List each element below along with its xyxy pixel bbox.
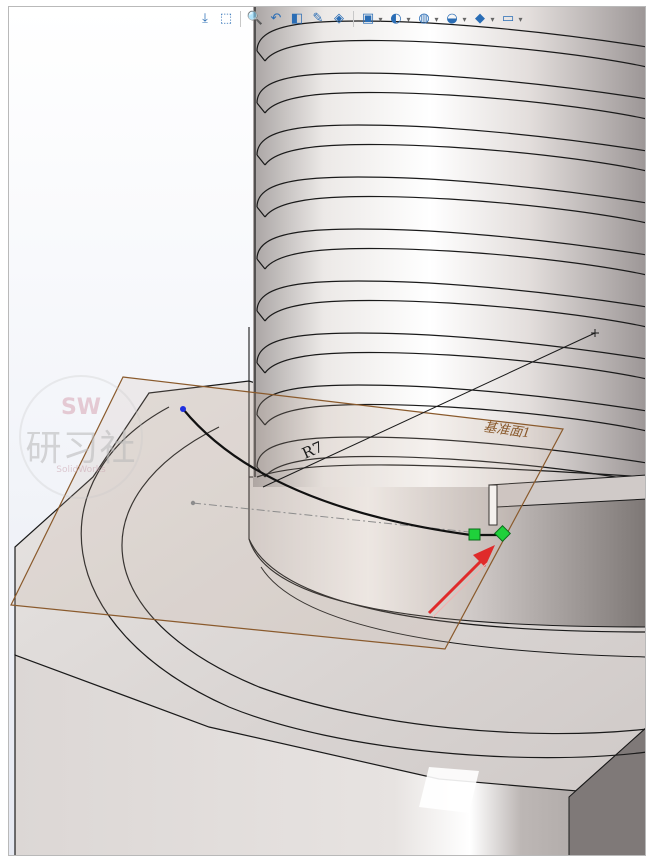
hex-head-highlight — [419, 767, 479, 813]
section-view-button[interactable]: ◧ — [288, 9, 306, 29]
shank-lower-edge[interactable] — [260, 566, 646, 658]
thread-flank — [256, 206, 266, 218]
thread-ridge[interactable] — [256, 228, 646, 260]
display-monitor-button[interactable]: ▭▾ — [499, 9, 524, 29]
thread-flank — [256, 258, 266, 270]
apply-scene-button[interactable]: ◒▾ — [443, 9, 468, 29]
annotation-arrow-shaft — [427, 557, 485, 615]
toolbar-separator — [240, 11, 241, 27]
thread-ridge[interactable] — [256, 124, 646, 156]
view-settings-icon: ◆ — [475, 11, 485, 26]
zoom-to-area-icon: 🔍 — [246, 11, 264, 26]
thread-groove[interactable] — [264, 39, 646, 68]
view-orientation-button[interactable]: ⤓ — [196, 9, 214, 29]
endpoint-constraint-marker[interactable] — [468, 528, 481, 541]
edit-appearance-icon: ◍ — [418, 11, 430, 26]
thread-flank — [256, 50, 266, 62]
graphics-area[interactable]: 基准面1 R7 SW 研习社 SolidWorks — [8, 6, 646, 856]
thread-ridge[interactable] — [256, 72, 646, 104]
reference-plane-1[interactable] — [10, 376, 564, 650]
thread-groove[interactable] — [264, 195, 646, 224]
zoom-to-fit-button[interactable]: ⬚ — [217, 9, 235, 29]
dropdown-caret-icon[interactable]: ▾ — [406, 14, 411, 24]
thread-ridge[interactable] — [256, 436, 646, 468]
thread-flank — [256, 154, 266, 166]
section-view-icon: ◧ — [290, 11, 304, 26]
shank-body[interactable] — [248, 327, 646, 628]
dropdown-caret-icon[interactable]: ▾ — [434, 14, 439, 24]
sketch-arc[interactable] — [182, 408, 472, 537]
thread-flank — [256, 102, 266, 114]
thread-ridge[interactable] — [256, 176, 646, 208]
apply-scene-icon: ◒ — [446, 11, 458, 26]
hex-head-side-face[interactable] — [14, 654, 646, 856]
thread-groove[interactable] — [264, 91, 646, 120]
thread-ridge[interactable] — [256, 20, 646, 52]
watermark-bottom: SolidWorks — [56, 465, 106, 475]
dropdown-caret-icon[interactable]: ▾ — [490, 14, 495, 24]
arc-start-point[interactable] — [180, 406, 186, 412]
chamfer-arc-inner[interactable] — [121, 426, 646, 735]
heads-up-view-toolbar: ⤓⬚🔍↶◧✎◈▣▾◐▾◍▾◒▾◆▾▭▾ — [196, 8, 524, 30]
watermark-middle: 研习社 — [25, 428, 137, 469]
plane-label: 基准面1 — [482, 420, 531, 441]
toolbar-separator — [353, 11, 354, 27]
thread-groove[interactable] — [264, 143, 646, 172]
thread-end-edge[interactable] — [256, 464, 646, 478]
thread-groove[interactable] — [264, 455, 646, 484]
zoom-to-area-button[interactable]: 🔍 — [246, 9, 264, 29]
coincident-constraint-marker[interactable] — [494, 525, 511, 542]
previous-view-icon: ↶ — [270, 11, 282, 26]
zoom-to-fit-icon: ⬚ — [219, 11, 233, 26]
dynamic-annotation-icon: ✎ — [312, 11, 324, 26]
dimension-crosshair-icon — [591, 329, 599, 337]
thread-groove[interactable] — [264, 299, 646, 328]
thread-flank — [256, 310, 266, 322]
thread-groove[interactable] — [264, 351, 646, 380]
view-selector-button[interactable]: ◈ — [330, 9, 348, 29]
watermark-logo: SW 研习社 SolidWorks — [19, 375, 143, 499]
display-style-icon: ▣ — [361, 11, 375, 26]
view-selector-icon: ◈ — [334, 11, 344, 26]
watermark-top: SW — [60, 395, 102, 420]
thread-groove[interactable] — [264, 247, 646, 276]
dropdown-caret-icon[interactable]: ▾ — [378, 14, 383, 24]
model-canvas[interactable]: 基准面1 R7 — [9, 7, 646, 856]
thread-groove[interactable] — [264, 403, 646, 432]
thread-flank — [256, 414, 266, 426]
thread-runout-slot[interactable] — [488, 484, 498, 526]
annotation-arrow-outline — [432, 562, 488, 618]
arc-center-point[interactable] — [190, 500, 196, 506]
display-style-button[interactable]: ▣▾ — [359, 9, 384, 29]
thread-flank — [256, 362, 266, 374]
shank-base-edge[interactable] — [248, 538, 646, 633]
dynamic-annotation-button[interactable]: ✎ — [309, 9, 327, 29]
hex-head-right-face[interactable] — [568, 727, 646, 856]
radius-dimension-leader[interactable] — [262, 332, 596, 488]
view-orientation-icon: ⤓ — [202, 11, 208, 26]
thread-ridge[interactable] — [256, 332, 646, 364]
hide-show-items-icon: ◐ — [390, 11, 402, 26]
dropdown-caret-icon[interactable]: ▾ — [518, 14, 523, 24]
previous-view-button[interactable]: ↶ — [267, 9, 285, 29]
edit-appearance-button[interactable]: ◍▾ — [415, 9, 440, 29]
hide-show-items-button[interactable]: ◐▾ — [387, 9, 412, 29]
dropdown-caret-icon[interactable]: ▾ — [462, 14, 467, 24]
annotation-arrow-head — [473, 545, 495, 567]
display-monitor-icon: ▭ — [501, 11, 515, 26]
thread-ridges[interactable] — [254, 7, 646, 484]
view-settings-button[interactable]: ◆▾ — [471, 9, 496, 29]
thread-ridge[interactable] — [256, 280, 646, 312]
